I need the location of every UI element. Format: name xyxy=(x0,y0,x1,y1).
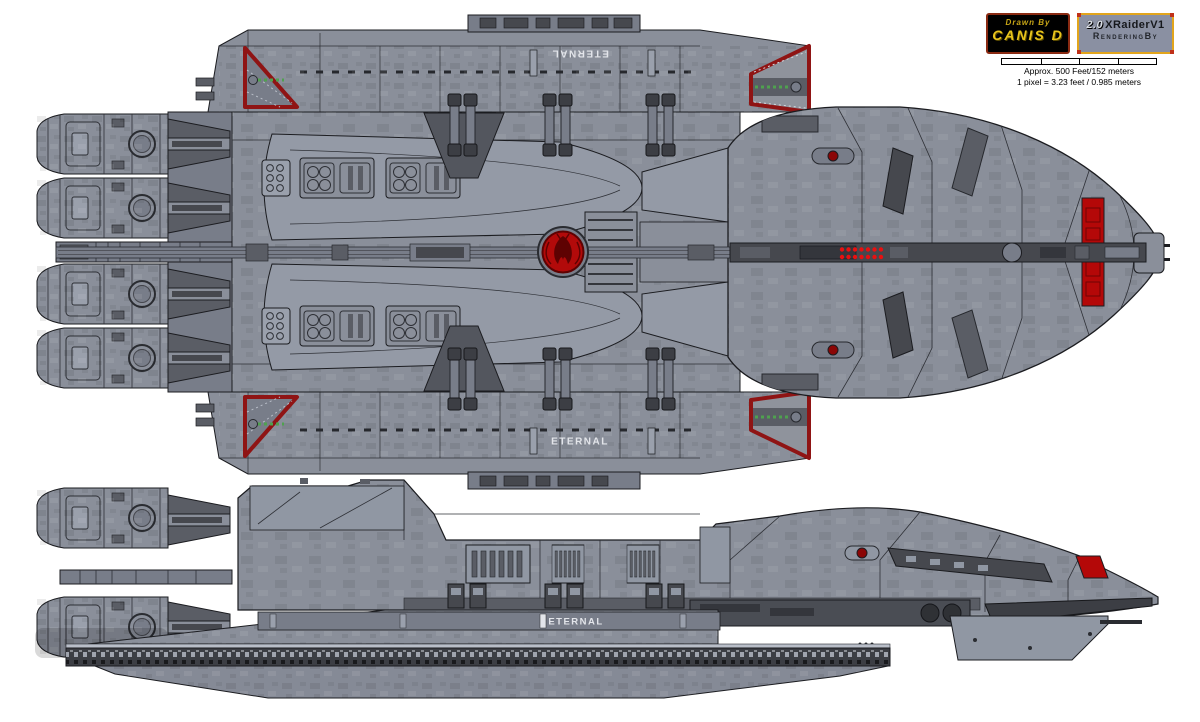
ship-name-upper-pod: ETERNAL xyxy=(551,47,609,58)
drawn-by-label: Drawn By xyxy=(1005,18,1051,27)
flight-pod-lower: ETERNAL xyxy=(195,390,811,490)
ship-emblem xyxy=(537,226,589,278)
flight-pod-upper: ETERNAL xyxy=(195,14,811,114)
side-red-marking xyxy=(1075,555,1109,579)
flight-pod-side: ETERNAL xyxy=(65,609,891,699)
scale-text-feet: Approx. 500 Feet/152 meters xyxy=(1023,66,1135,76)
side-view: ETERNAL xyxy=(35,478,1159,699)
version-number: 2.0 xyxy=(1086,19,1104,31)
bow-underside-side xyxy=(689,597,1153,661)
command-spine xyxy=(55,242,1147,263)
artist-name: CANIS D xyxy=(992,27,1064,43)
landing-bay-lower-right xyxy=(749,390,811,460)
drawn-by-badge: Drawn By CANIS D xyxy=(986,13,1070,54)
hull-side xyxy=(237,478,1159,619)
scale-bar xyxy=(1001,58,1157,65)
scale-text-pixel: 1 pixel = 3.23 feet / 0.985 meters xyxy=(1016,77,1142,88)
ship-name-side-pod: ETERNAL xyxy=(548,617,603,628)
spine-red-lights xyxy=(839,247,884,260)
landing-bay-lower-left xyxy=(243,395,299,458)
rendering-by-label: RenderingBy xyxy=(1092,31,1159,41)
scale-legend: Approx. 500 Feet/152 meters 1 pixel = 3.… xyxy=(998,58,1160,88)
landing-bay-upper-left xyxy=(243,46,299,109)
ship-name-lower-pod: ETERNAL xyxy=(551,437,609,448)
landing-deck-strip xyxy=(65,647,891,667)
